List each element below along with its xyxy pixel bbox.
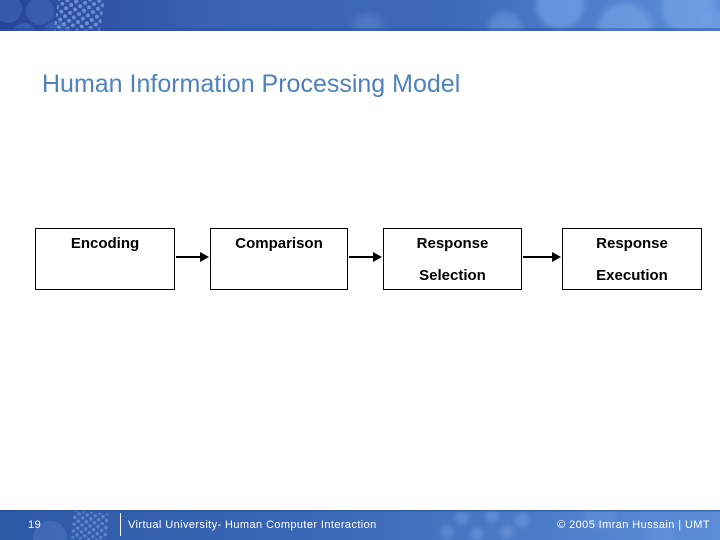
footer-copyright: © 2005 Imran Hussain | UMT	[557, 519, 710, 531]
box-label-line1: Response	[596, 235, 668, 252]
box-label-line2: Execution	[596, 267, 668, 284]
footer: 19 Virtual University- Human Computer In…	[0, 510, 720, 540]
page-number: 19	[28, 519, 42, 531]
diagram-box-response-selection: Response Selection	[383, 228, 522, 290]
diagram-box-encoding: Encoding	[35, 228, 175, 290]
footer-divider	[120, 513, 121, 536]
flow-arrow-icon	[349, 251, 382, 263]
diagram-box-response-execution: Response Execution	[562, 228, 702, 290]
box-label-line1: Comparison	[235, 235, 323, 252]
banner-bubbles-decoration	[0, 0, 720, 31]
box-label-line1: Response	[416, 235, 489, 252]
top-banner	[0, 0, 720, 31]
diagram-box-comparison: Comparison	[210, 228, 348, 290]
slide-title: Human Information Processing Model	[42, 70, 461, 98]
footer-course-label: Virtual University- Human Computer Inter…	[128, 519, 377, 531]
flow-arrow-icon	[523, 251, 561, 263]
flow-arrow-icon	[176, 251, 209, 263]
box-label-line2: Selection	[419, 267, 486, 284]
box-label-line1: Encoding	[70, 235, 140, 252]
